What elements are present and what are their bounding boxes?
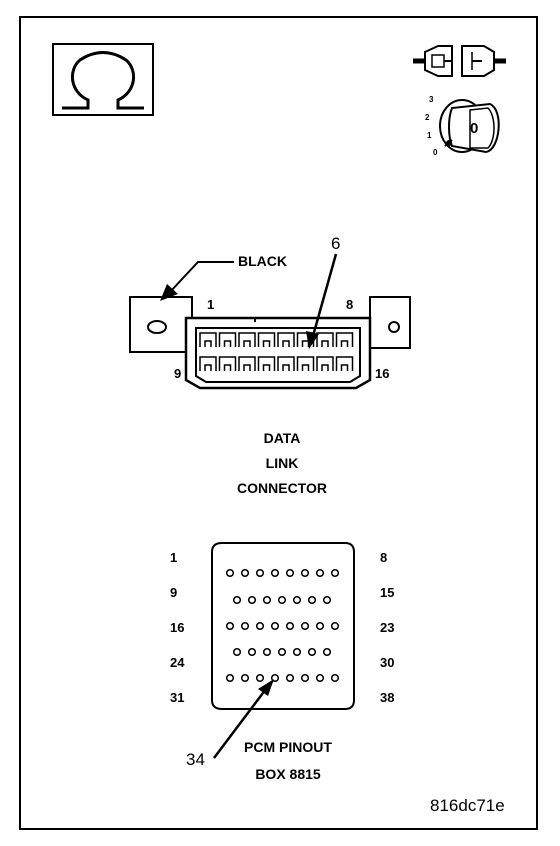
pcm-pin-hole — [285, 568, 295, 578]
pcm-pin-hole — [270, 568, 280, 578]
dlc-pin-cavity — [277, 356, 295, 371]
pcm-row1-end: 8 — [380, 550, 388, 565]
pcm-pin-hole — [255, 621, 265, 631]
ohm-resistance-icon — [52, 43, 154, 116]
pcm-pin-hole — [330, 673, 340, 683]
pcm-pin-hole — [292, 595, 302, 605]
pcm-pin-hole — [240, 621, 250, 631]
dlc-title-line1: DATA — [263, 430, 301, 446]
dlc-pin-cavity — [257, 356, 276, 371]
dlc-pin8-label: 8 — [346, 297, 354, 312]
figure-id: 816dc71e — [430, 796, 505, 815]
pcm-row5-start: 31 — [170, 690, 185, 705]
dlc-pin-cavity — [335, 356, 354, 371]
pcm-row1-start: 1 — [170, 550, 178, 565]
ignition-key-off-icon — [439, 99, 500, 154]
pcm-pin-hole — [262, 647, 272, 657]
black-leader-arrow — [160, 261, 234, 301]
pcm-pin-hole — [232, 647, 242, 657]
pcm-pin-hole — [240, 568, 250, 578]
dlc-pin-cavity — [238, 356, 256, 371]
pcm-pin-hole — [270, 673, 280, 683]
dlc-pin-cavity — [316, 356, 334, 371]
pin34-leader-arrow — [213, 679, 274, 759]
ignition-key-label: 0 — [470, 120, 479, 137]
pcm-pin-hole — [225, 568, 235, 578]
pcm-pin-hole — [232, 595, 242, 605]
data-link-connector — [129, 296, 411, 390]
pcm-row2-end: 15 — [380, 585, 395, 600]
dlc-pin-cavity — [199, 332, 217, 347]
pcm-pin-hole — [292, 647, 302, 657]
pin6-callout: 6 — [331, 234, 341, 253]
pcm-pin-hole — [307, 647, 317, 657]
connector-disconnected-icon — [413, 45, 506, 77]
pcm-pin-hole — [330, 621, 340, 631]
pcm-pin-hole — [285, 621, 295, 631]
pcm-pin-hole — [322, 595, 332, 605]
pcm-pin-hole — [262, 595, 272, 605]
pcm-row4-start: 24 — [170, 655, 185, 670]
dlc-pin-cavity — [238, 332, 256, 347]
dlc-title-line3: CONNECTOR — [237, 480, 327, 496]
dlc-pin-cavity — [277, 332, 295, 347]
pcm-pin-hole — [247, 647, 257, 657]
figure-frame — [19, 16, 538, 830]
pcm-connector — [211, 542, 355, 710]
dlc-pin9-label: 9 — [174, 366, 182, 381]
dlc-pin-cavity — [199, 356, 217, 371]
dlc-pin1-label: 1 — [207, 297, 215, 312]
dlc-pin-cavity — [296, 356, 315, 371]
pcm-title-line2: BOX 8815 — [255, 766, 321, 782]
dlc-pin-cavities — [199, 332, 354, 371]
dlc-pin-cavity — [316, 332, 334, 347]
pcm-pin-hole — [300, 673, 310, 683]
pcm-pin-hole — [322, 647, 332, 657]
dlc-pin-cavity — [218, 332, 237, 347]
pin34-callout: 34 — [186, 750, 205, 769]
pcm-pin-hole — [240, 673, 250, 683]
ignition-position-2: 2 — [425, 113, 430, 122]
pcm-pin-holes — [225, 568, 340, 683]
ignition-position-1: 1 — [427, 131, 432, 140]
pcm-row4-end: 30 — [380, 655, 395, 670]
pcm-pin-hole — [315, 621, 325, 631]
pcm-pin-hole — [307, 595, 317, 605]
pcm-pin-hole — [315, 673, 325, 683]
pcm-row3-end: 23 — [380, 620, 395, 635]
pcm-pin-hole — [300, 621, 310, 631]
dlc-pin-cavity — [218, 356, 237, 371]
pcm-pin-hole — [285, 673, 295, 683]
pcm-pin-hole — [300, 568, 310, 578]
dlc-pin-cavity — [335, 332, 354, 347]
pcm-pin-hole — [270, 621, 280, 631]
dlc-title-line2: LINK — [265, 455, 299, 471]
pin6-leader-arrow — [306, 253, 338, 349]
pcm-row5-end: 38 — [380, 690, 395, 705]
pcm-pin-hole — [330, 568, 340, 578]
pcm-row2-start: 9 — [170, 585, 178, 600]
pcm-pin-hole — [247, 595, 257, 605]
pcm-pin-hole — [255, 568, 265, 578]
pcm-pin-hole — [277, 647, 287, 657]
dlc-pin16-label: 16 — [375, 366, 390, 381]
pcm-title-line1: PCM PINOUT — [244, 739, 332, 755]
pcm-pin-hole — [255, 673, 265, 683]
ignition-position-0: 0 — [433, 148, 438, 157]
pcm-row3-start: 16 — [170, 620, 185, 635]
ignition-position-3: 3 — [429, 95, 434, 104]
black-label: BLACK — [238, 253, 287, 269]
dlc-pin-cavity — [257, 332, 276, 347]
pcm-pin-hole — [225, 673, 235, 683]
pcm-pin-hole — [315, 568, 325, 578]
pcm-pin-hole — [277, 595, 287, 605]
pcm-pin-hole — [225, 621, 235, 631]
